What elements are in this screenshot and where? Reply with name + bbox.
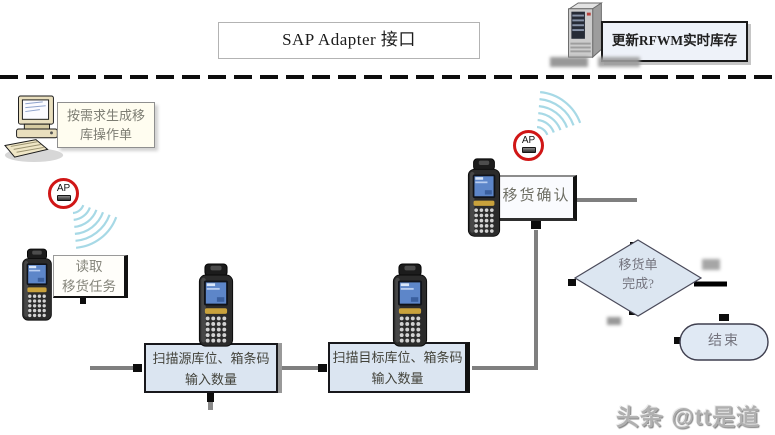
yes-label-blurred xyxy=(702,259,728,273)
update-inventory-box: 更新RFWM实时库存 xyxy=(601,21,748,62)
arrowhead-scan-target xyxy=(318,364,327,372)
scan-source-line2: 输入数量 xyxy=(184,372,237,387)
server-caption-blurred xyxy=(550,57,642,71)
arrowhead-scan-source xyxy=(133,364,142,372)
arrowhead-confirm xyxy=(531,221,541,229)
read-task-box: 读取 移货任务 xyxy=(53,255,128,298)
ap-label: AP xyxy=(521,135,536,146)
wireless-waves-icon xyxy=(527,83,583,139)
end-terminator xyxy=(679,323,769,361)
read-task-line2: 移货任务 xyxy=(62,279,116,294)
server-tower-icon xyxy=(567,2,602,58)
generate-order-box: 按需求生成移 库操作单 xyxy=(57,102,155,148)
decision-diamond xyxy=(573,239,703,317)
sap-adapter-title: SAP Adapter 接口 xyxy=(282,30,416,49)
end-label: 结束 xyxy=(708,334,740,349)
scan-source-box: 扫描源库位、箱条码 输入数量 xyxy=(144,343,278,393)
decision-line2: 完成? xyxy=(622,276,654,291)
ap-antenna-icon: AP xyxy=(513,130,544,161)
handheld-scanner-icon xyxy=(467,158,501,237)
generate-order-line1: 按需求生成移 xyxy=(66,108,145,123)
flow-line-target-to-confirm xyxy=(472,230,538,370)
handheld-scanner-icon xyxy=(22,248,52,321)
scan-target-line2: 输入数量 xyxy=(371,371,424,386)
scan-source-line1: 扫描源库位、箱条码 xyxy=(152,351,270,366)
wireless-waves-icon xyxy=(71,204,118,249)
handheld-scanner-icon xyxy=(392,263,428,347)
generate-order-line2: 库操作单 xyxy=(79,127,132,142)
handheld-scanner-icon xyxy=(198,263,234,347)
arrowhead-end-top xyxy=(719,314,729,321)
stub-read-task xyxy=(80,297,86,304)
ap-device-icon xyxy=(521,147,536,153)
no-label-blurred xyxy=(607,317,627,327)
ap-device-icon xyxy=(56,195,71,201)
ap-label: AP xyxy=(56,183,71,194)
decision-label: 移货单 完成? xyxy=(575,255,701,293)
scan-target-line1: 扫描目标库位、箱条码 xyxy=(332,350,463,365)
watermark: 头条 @tt是道 xyxy=(616,404,761,430)
mark-decision-left xyxy=(568,279,576,286)
stub-scan-source-tail xyxy=(208,402,213,410)
mark-end-left xyxy=(674,337,681,344)
confirm-transfer-box: 移货确认 xyxy=(498,175,577,221)
desktop-computer-icon xyxy=(4,95,64,163)
update-inventory-label: 更新RFWM实时库存 xyxy=(611,33,738,48)
decision-line1: 移货单 xyxy=(618,257,658,272)
sap-adapter-title-box: SAP Adapter 接口 xyxy=(218,22,480,59)
confirm-transfer-label: 移货确认 xyxy=(502,188,571,204)
ap-antenna-icon: AP xyxy=(48,178,79,209)
scan-target-box: 扫描目标库位、箱条码 输入数量 xyxy=(328,342,470,393)
stub-scan-source xyxy=(207,393,214,402)
read-task-line1: 读取 xyxy=(75,259,103,274)
